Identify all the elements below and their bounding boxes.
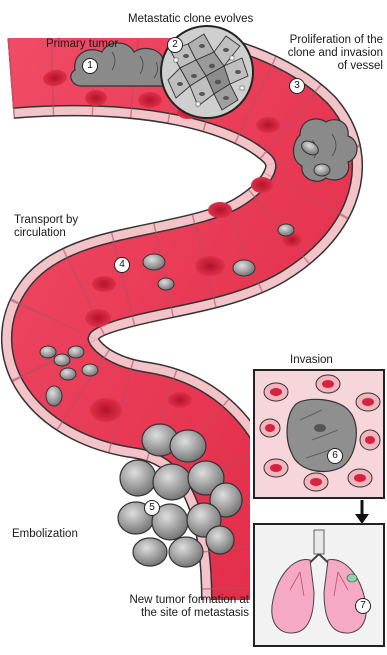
step-marker-5: 5 (144, 500, 160, 516)
label-transport-line-1: Transport by (14, 214, 78, 227)
label-proliferation: Proliferation of the clone and invasion … (288, 34, 383, 73)
step-marker-4: 4 (114, 257, 130, 273)
label-new-tumor-line-2: the site of metastasis (129, 607, 249, 620)
label-transport: Transport by circulation (14, 214, 78, 240)
label-primary-tumor: Primary tumor (46, 38, 118, 51)
invasion-inset (254, 370, 384, 498)
label-new-tumor: New tumor formation at the site of metas… (129, 594, 249, 620)
label-transport-line-2: circulation (14, 227, 78, 240)
label-proliferation-line-3: of vessel (288, 60, 383, 73)
label-embolization: Embolization (12, 528, 78, 541)
label-invasion: Invasion (290, 354, 333, 367)
label-proliferation-line-1: Proliferation of the (288, 34, 383, 47)
label-proliferation-line-2: clone and invasion (288, 47, 383, 60)
step-marker-7: 7 (355, 598, 371, 614)
step-marker-3: 3 (289, 78, 305, 94)
lungs-inset (254, 524, 384, 646)
step-marker-1: 1 (82, 58, 98, 74)
label-new-tumor-line-1: New tumor formation at (129, 594, 249, 607)
step-marker-2: 2 (167, 37, 183, 53)
label-metastatic-clone: Metastatic clone evolves (128, 13, 253, 26)
step-marker-6: 6 (327, 448, 343, 464)
